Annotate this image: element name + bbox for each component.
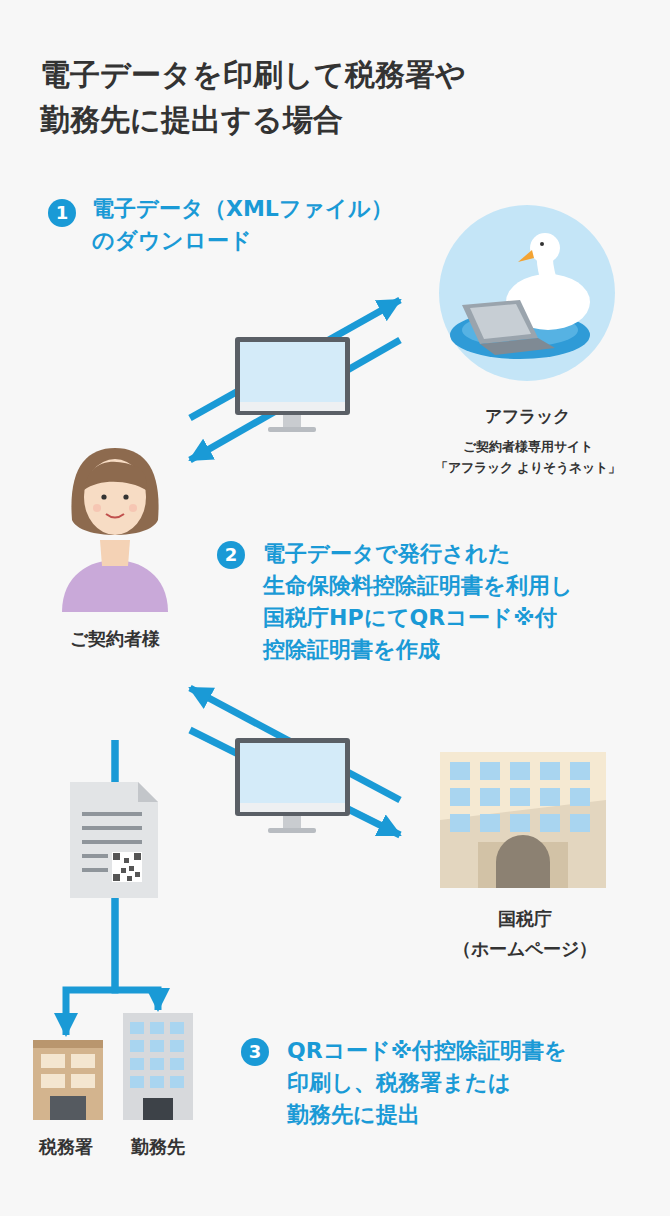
window — [150, 1022, 164, 1034]
window — [480, 762, 500, 780]
window — [480, 814, 500, 832]
flow-arrow — [190, 340, 400, 460]
tax-office-building — [33, 1040, 103, 1120]
site-node: アフラックご契約者様専用サイト 「アフラック よりそうネット」 — [400, 200, 655, 485]
node-label: 勤務先 — [114, 1135, 202, 1159]
callout-number: 1 — [48, 199, 76, 227]
node-label: ご契約者様専用サイト 「アフラック よりそうネット」 — [422, 436, 634, 479]
person-illustration — [62, 448, 168, 612]
node-label: （ホームページ） — [400, 937, 650, 961]
window — [540, 762, 560, 780]
window — [510, 788, 530, 806]
window — [450, 762, 470, 780]
window — [130, 1040, 144, 1052]
window — [480, 788, 500, 806]
callout-number: 3 — [241, 1038, 269, 1066]
window — [540, 788, 560, 806]
workplace-building — [123, 1013, 193, 1120]
window — [170, 1058, 184, 1070]
step-text: QRコード※付控除証明書を 印刷し、税務署または 勤務先に提出 — [287, 1035, 647, 1131]
window — [510, 762, 530, 780]
document-icon — [70, 782, 158, 898]
window — [130, 1022, 144, 1034]
window — [170, 1040, 184, 1052]
monitor-icon — [235, 337, 350, 432]
node-label: アフラック — [400, 405, 655, 428]
tax-agency-building — [440, 752, 606, 888]
window — [130, 1058, 144, 1070]
office-node: 税務署 — [20, 1035, 112, 1170]
window — [170, 1022, 184, 1034]
aflac-illustration — [439, 205, 615, 381]
window — [570, 762, 590, 780]
window — [570, 814, 590, 832]
window — [450, 788, 470, 806]
window — [540, 814, 560, 832]
window — [150, 1058, 164, 1070]
window — [170, 1076, 184, 1088]
window — [150, 1076, 164, 1088]
diagram-title: 電子データを印刷して税務署や 勤務先に提出する場合 — [40, 52, 510, 142]
person-node: ご契約者様 — [40, 405, 190, 740]
node-label: ご契約者様 — [40, 627, 190, 651]
node-label: 税務署 — [20, 1135, 112, 1159]
agency-node: 国税庁 （ホームページ） — [400, 745, 650, 970]
office-node: 勤務先 — [114, 1010, 202, 1170]
window — [150, 1040, 164, 1052]
callout-number: 2 — [217, 541, 245, 569]
window — [570, 788, 590, 806]
window — [510, 814, 530, 832]
node-label: 国税庁 — [400, 907, 650, 931]
monitor-icon — [235, 738, 350, 833]
step-text: 電子データ（XMLファイル） のダウンロード — [92, 193, 422, 257]
step-text: 電子データで発行された 生命保険料控除証明書を利用し 国税庁HPにてQRコード※… — [263, 538, 653, 666]
window — [130, 1076, 144, 1088]
window — [450, 814, 470, 832]
flow-arrow — [190, 730, 400, 835]
